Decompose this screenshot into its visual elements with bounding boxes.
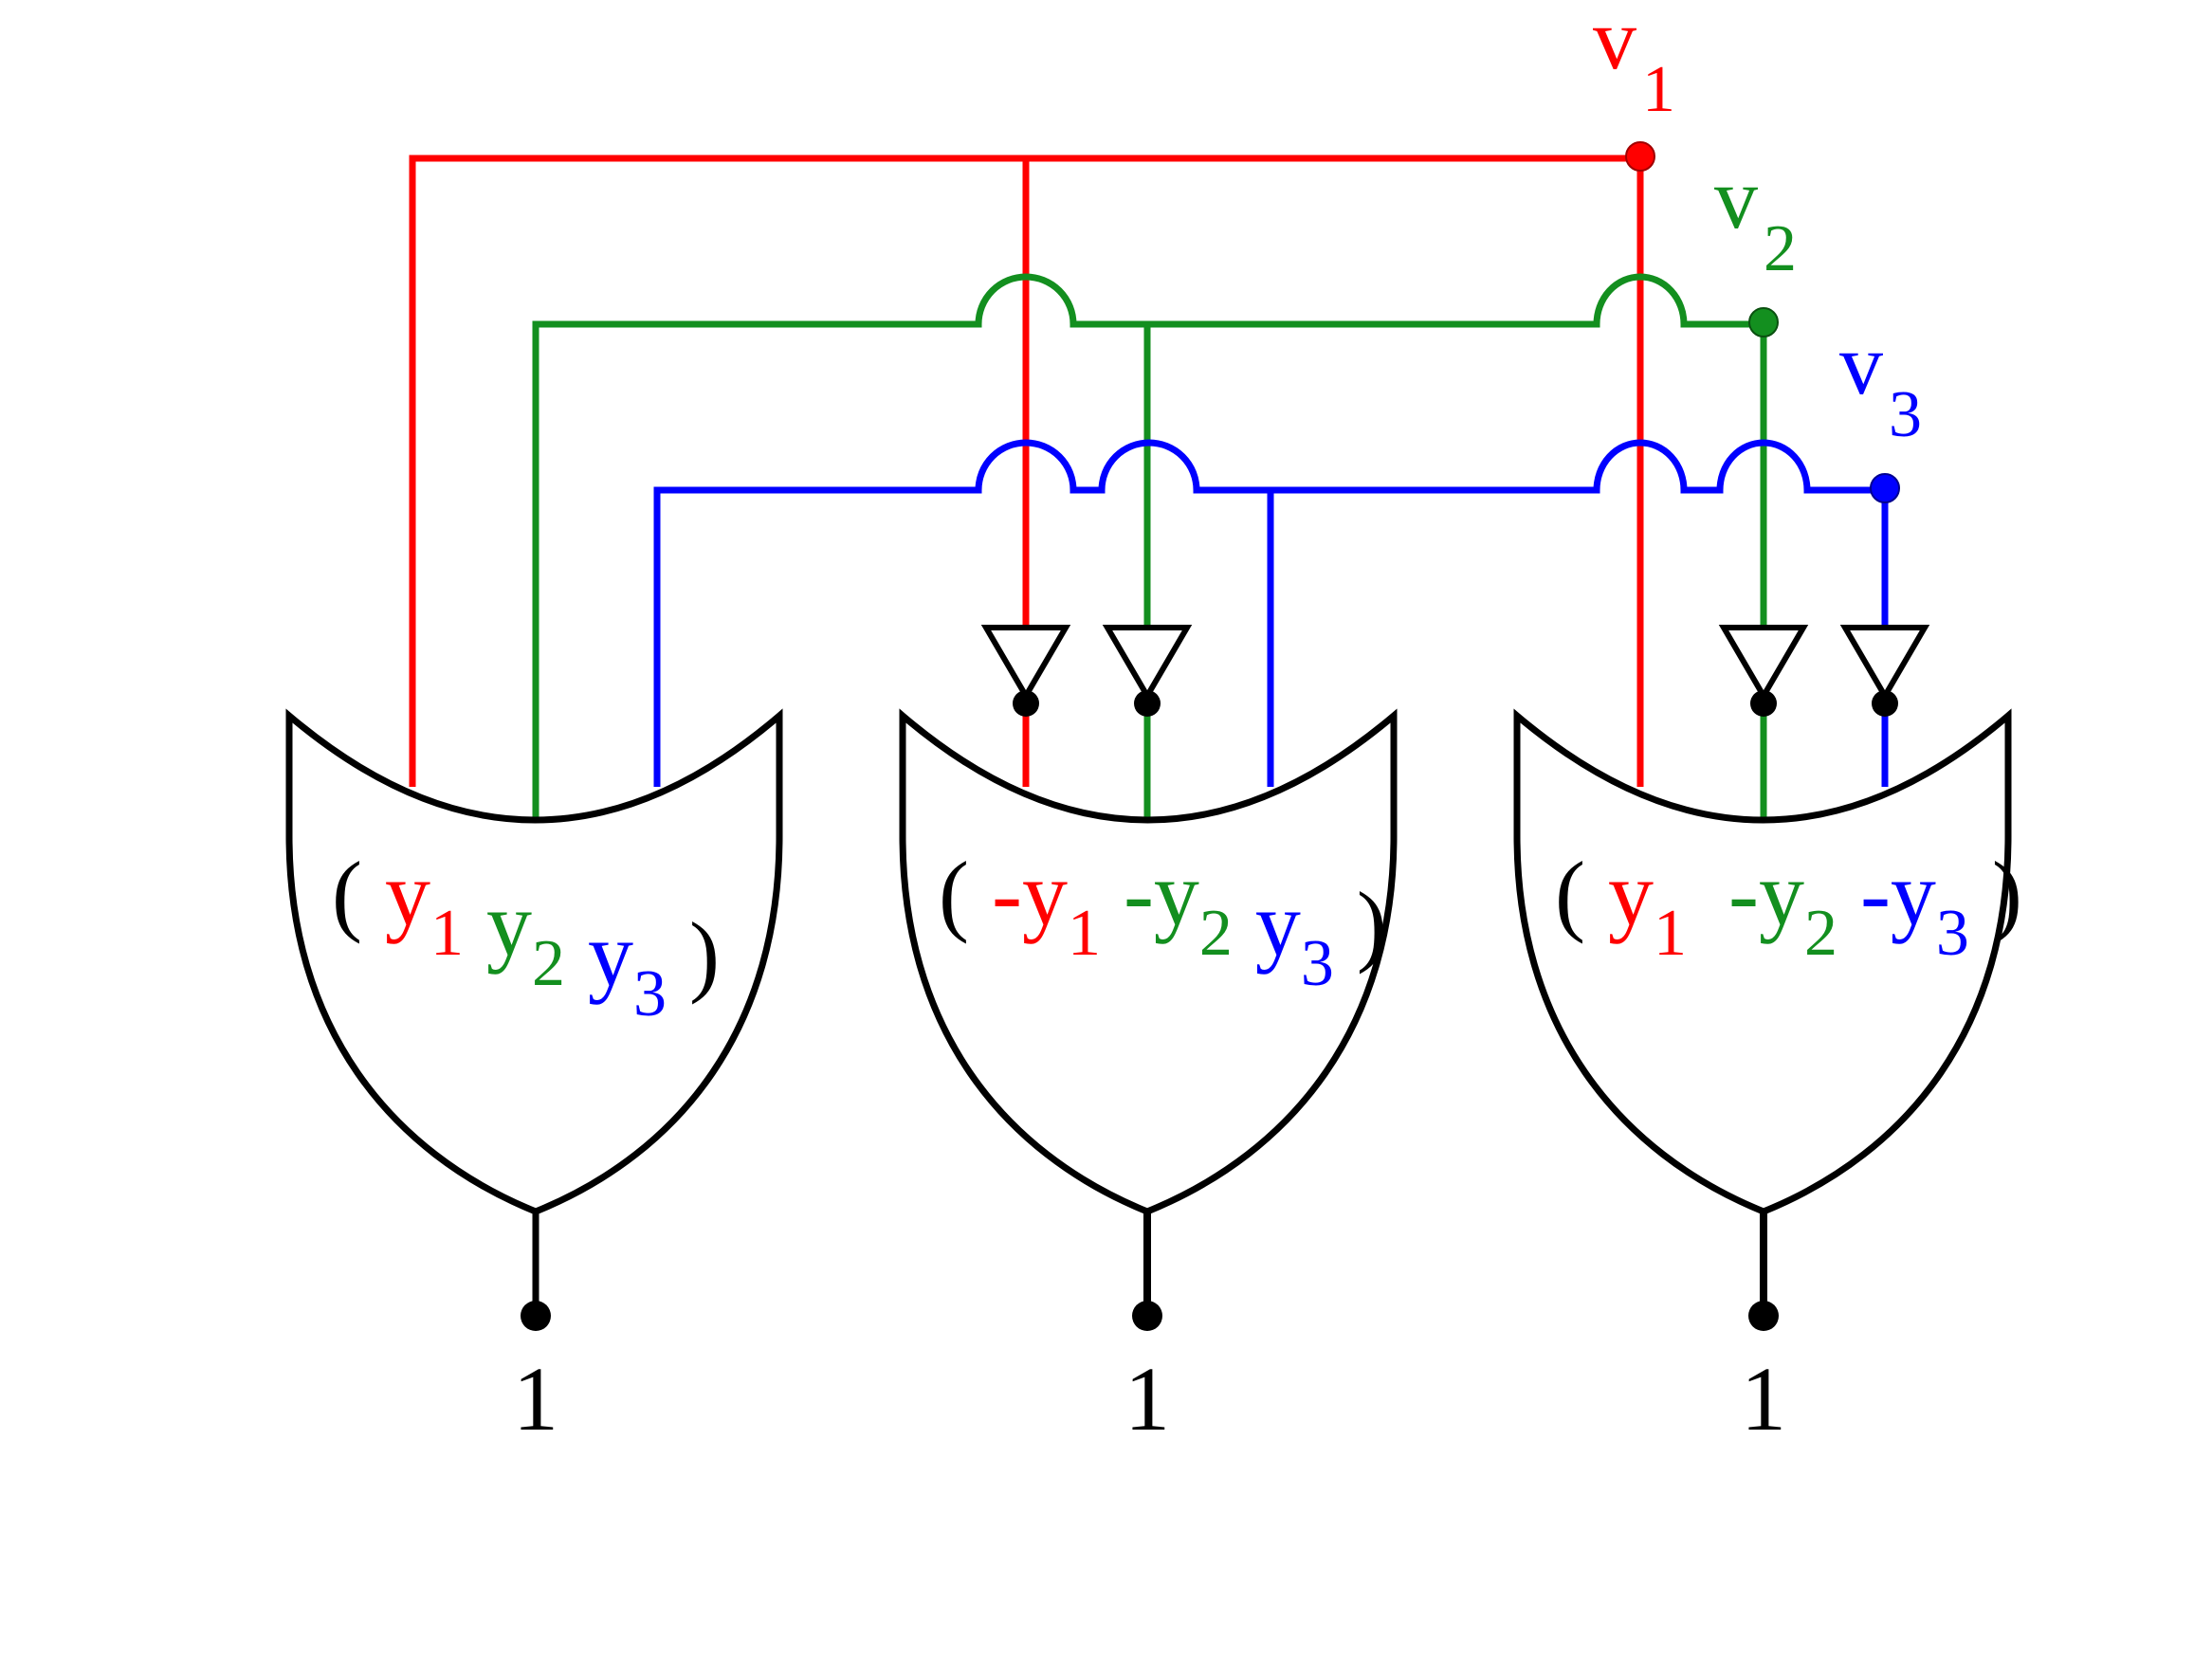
v1-source-dot — [1625, 141, 1655, 172]
v3-source-dot — [1870, 473, 1900, 503]
not-gate-v1-gate2 — [980, 625, 1071, 717]
or-gate-3 — [1513, 708, 2012, 1331]
output-dot-3 — [1748, 1301, 1779, 1331]
not-gate-v2-gate2 — [1102, 625, 1193, 717]
v2-source-dot — [1748, 307, 1779, 337]
output-value-3: 1 — [1741, 1348, 1786, 1449]
not-gates — [980, 625, 1930, 717]
output-value-2: 1 — [1124, 1348, 1170, 1449]
clause-label-1: ( y1 y2 y3 ) — [332, 843, 720, 1035]
wire-v2-bus — [532, 273, 1764, 817]
wire-v1-bus — [409, 155, 1640, 787]
clause-label-3: ( y1 -y2 -y3 ) — [1555, 843, 2022, 975]
wire-v2 — [532, 273, 1767, 817]
output-dot-1 — [521, 1301, 551, 1331]
wire-v3 — [653, 439, 1889, 787]
or-gate-1 — [285, 708, 783, 1331]
var-label-v3: v3 — [1839, 316, 1922, 451]
var-label-v1: v1 — [1593, 0, 1675, 126]
var-label-v2: v2 — [1714, 150, 1797, 285]
not-gate-v3-gate3 — [1839, 625, 1930, 717]
wire-v3-bus — [653, 439, 1885, 787]
not-gate-v2-gate3 — [1718, 625, 1809, 717]
wire-v1 — [409, 155, 1644, 787]
output-dot-2 — [1132, 1301, 1162, 1331]
or-gate-2 — [899, 708, 1398, 1331]
clause-label-2: ( -y1 -y2 y3 ) — [939, 843, 1387, 1005]
output-value-1: 1 — [513, 1348, 558, 1449]
